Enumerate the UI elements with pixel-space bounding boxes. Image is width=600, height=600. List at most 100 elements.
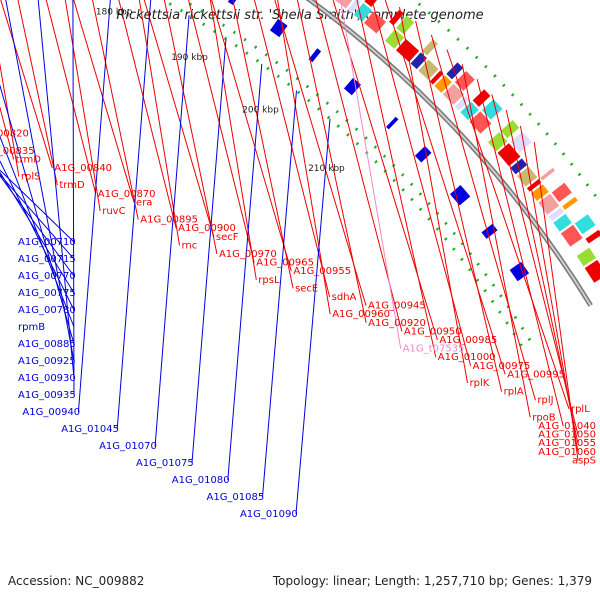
- leader-line: [476, 79, 564, 427]
- forward-gene-label: secE: [295, 283, 318, 294]
- gene-block: [364, 0, 377, 8]
- reverse-gene-label: A1G_00710: [18, 237, 76, 248]
- leader-line: [315, 0, 403, 332]
- forward-gene-label: A1G_00900: [178, 223, 236, 234]
- leader-line: [261, 90, 297, 498]
- gene-block: [574, 214, 596, 235]
- reverse-gene-label: A1G_00930: [18, 373, 76, 384]
- gene-block: [414, 146, 432, 163]
- gene-block: [389, 9, 404, 26]
- forward-gene-label: rplS: [21, 172, 41, 183]
- accession-text: Accession: NC_009882: [8, 574, 145, 588]
- leader-line: [187, 0, 255, 263]
- reverse-gene-label: A1G_00770: [18, 271, 76, 282]
- leader-line: [340, 0, 402, 349]
- forward-gene-label: A1G_01040: [538, 421, 596, 432]
- forward-gene-label: A1G_00835: [0, 146, 35, 157]
- gene-block: [385, 29, 405, 49]
- forward-gene-label: sdhA: [332, 292, 357, 303]
- leader-line: [118, 0, 177, 229]
- leader-line: [505, 109, 579, 444]
- reverse-gene-label: A1G_00940: [22, 407, 80, 418]
- forward-gene-label: rplA: [504, 387, 524, 398]
- leader-line: [533, 141, 579, 461]
- reverse-gene-label: A1G_00780: [18, 305, 76, 316]
- leader-line: [138, 0, 181, 246]
- reverse-gene-label: A1G_01090: [240, 509, 298, 520]
- leader-line: [0, 175, 75, 277]
- leader-line: [461, 64, 531, 418]
- leader-line: [253, 0, 331, 298]
- gene-labels: A1G_00690A1G_00695A1G_00735rpmBA1G_00755…: [0, 129, 596, 520]
- leader-line: [0, 135, 75, 328]
- leader-line: [227, 63, 263, 481]
- leader-line: [191, 38, 227, 464]
- gene-block: [548, 207, 565, 221]
- forward-gene-label: A1G_01050: [538, 430, 596, 441]
- forward-gene-label: A1G_00975: [473, 361, 531, 372]
- gene-block: [481, 125, 498, 141]
- gene-block: [363, 11, 387, 34]
- leader-line: [446, 49, 570, 409]
- gene-block: [560, 224, 583, 247]
- genome-summary-text: Topology: linear; Length: 1,257,710 bp; …: [272, 574, 592, 588]
- forward-gene-label: A1G_00840: [54, 163, 112, 174]
- reverse-gene-label: A1G_01070: [99, 441, 157, 452]
- leader-line: [92, 0, 139, 220]
- leader-line: [0, 84, 75, 345]
- kbp-tick-label: 180 kbp: [96, 7, 133, 17]
- forward-gene-label: A1G_00965: [256, 258, 314, 269]
- gene-block: [530, 155, 550, 174]
- reverse-gene-label: A1G_01075: [136, 458, 194, 469]
- dotted-rings: [159, 0, 600, 349]
- forward-gene-label: trmD: [16, 154, 42, 165]
- leader-line: [77, 0, 111, 413]
- forward-gene-label: rpoB: [532, 412, 556, 423]
- reverse-gene-label: A1G_00925: [18, 356, 76, 367]
- gene-block: [429, 46, 449, 66]
- gene-block: [585, 229, 600, 244]
- leader-line: [232, 0, 294, 289]
- leader-line: [45, 0, 97, 194]
- reverse-gene-label: A1G_00715: [18, 254, 76, 265]
- forward-gene-label: ruvC: [102, 206, 125, 217]
- leader-line: [143, 0, 215, 237]
- gene-block: [530, 184, 549, 202]
- forward-gene-label: A1G_00920: [368, 318, 426, 329]
- gene-block: [429, 70, 444, 85]
- gene-block: [540, 167, 555, 181]
- leader-line: [37, 0, 75, 379]
- reverse-gene-label: A1G_00775: [18, 288, 76, 299]
- leader-line: [154, 15, 190, 447]
- leader-line: [73, 0, 135, 203]
- gene-block: [576, 247, 597, 267]
- leader-line: [0, 169, 75, 243]
- gene-block: [584, 259, 600, 283]
- gene-block: [449, 185, 471, 206]
- kbp-ticks: 110 kbp120 kbp130 kbp140 kbp150 kbp160 k…: [96, 7, 345, 174]
- gene-block: [442, 83, 465, 105]
- gene-block: [454, 96, 470, 111]
- forward-gene-label: A1G_00950: [404, 326, 462, 337]
- gene-block: [481, 99, 503, 120]
- gene-block: [418, 59, 439, 80]
- leader-line: [5, 0, 75, 362]
- leader-line: [415, 20, 503, 392]
- forward-gene-label: secF: [216, 232, 239, 243]
- gene-block: [551, 182, 572, 203]
- leader-line: [399, 6, 469, 384]
- backbone-highlight: [308, 0, 592, 307]
- leader-line: [384, 0, 506, 375]
- gene-block: [460, 101, 479, 121]
- leader-line: [356, 0, 437, 358]
- forward-gene-label: rpsL: [258, 275, 280, 286]
- gene-block: [553, 213, 572, 232]
- leader-line: [209, 0, 257, 280]
- forward-gene-label: A1G_00945: [368, 301, 426, 312]
- reverse-gene-label: A1G_01080: [172, 475, 230, 486]
- forward-gene-label: A1G_01060: [538, 447, 596, 458]
- leader-line: [211, 0, 292, 272]
- leader-line: [0, 173, 75, 260]
- gene-block: [308, 48, 322, 63]
